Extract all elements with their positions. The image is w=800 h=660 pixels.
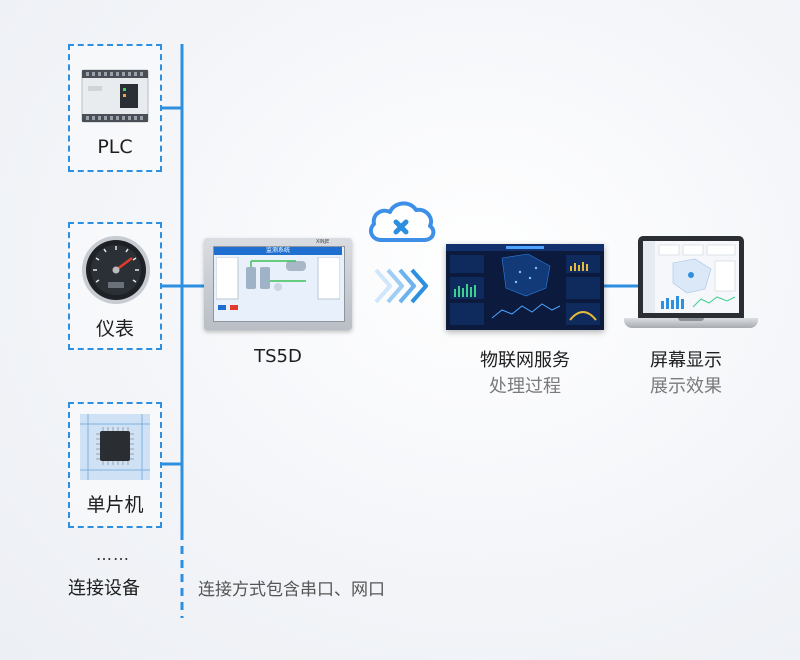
device-label: 单片机 — [86, 494, 144, 516]
hmi-label: TS5D — [254, 346, 302, 367]
hmi-screen-graphic — [216, 257, 340, 310]
arrow-chevrons-icon — [374, 268, 428, 304]
device-box-mcu: 单片机 — [68, 402, 162, 528]
device-box-plc: PLC — [68, 44, 162, 172]
cloud-icon — [368, 201, 436, 242]
display-title: 屏幕显示 — [650, 350, 722, 371]
iot-dashboard — [446, 244, 604, 330]
iot-subtitle: 处理过程 — [489, 376, 561, 397]
connection-note: 连接方式包含串口、网口 — [198, 580, 385, 600]
hmi-device: 监测系统 XINJE — [204, 238, 352, 330]
iot-title: 物联网服务 — [480, 350, 570, 371]
hmi-screen-title: 监测系统 — [265, 247, 290, 254]
dashboard-graphic — [446, 244, 604, 325]
display-subtitle: 展示效果 — [650, 376, 722, 397]
chip-icon — [80, 414, 150, 480]
gauge-icon — [82, 236, 150, 304]
laptop — [624, 236, 758, 334]
more-devices-dots: …… — [96, 545, 130, 564]
laptop-screen-graphic — [643, 241, 736, 313]
device-label: 仪表 — [95, 318, 134, 340]
device-box-meter: 仪表 — [68, 222, 162, 350]
device-label: PLC — [97, 136, 133, 158]
plc-icon — [81, 69, 149, 123]
hmi-brand: XINJE — [316, 239, 330, 245]
devices-caption: 连接设备 — [68, 578, 140, 599]
